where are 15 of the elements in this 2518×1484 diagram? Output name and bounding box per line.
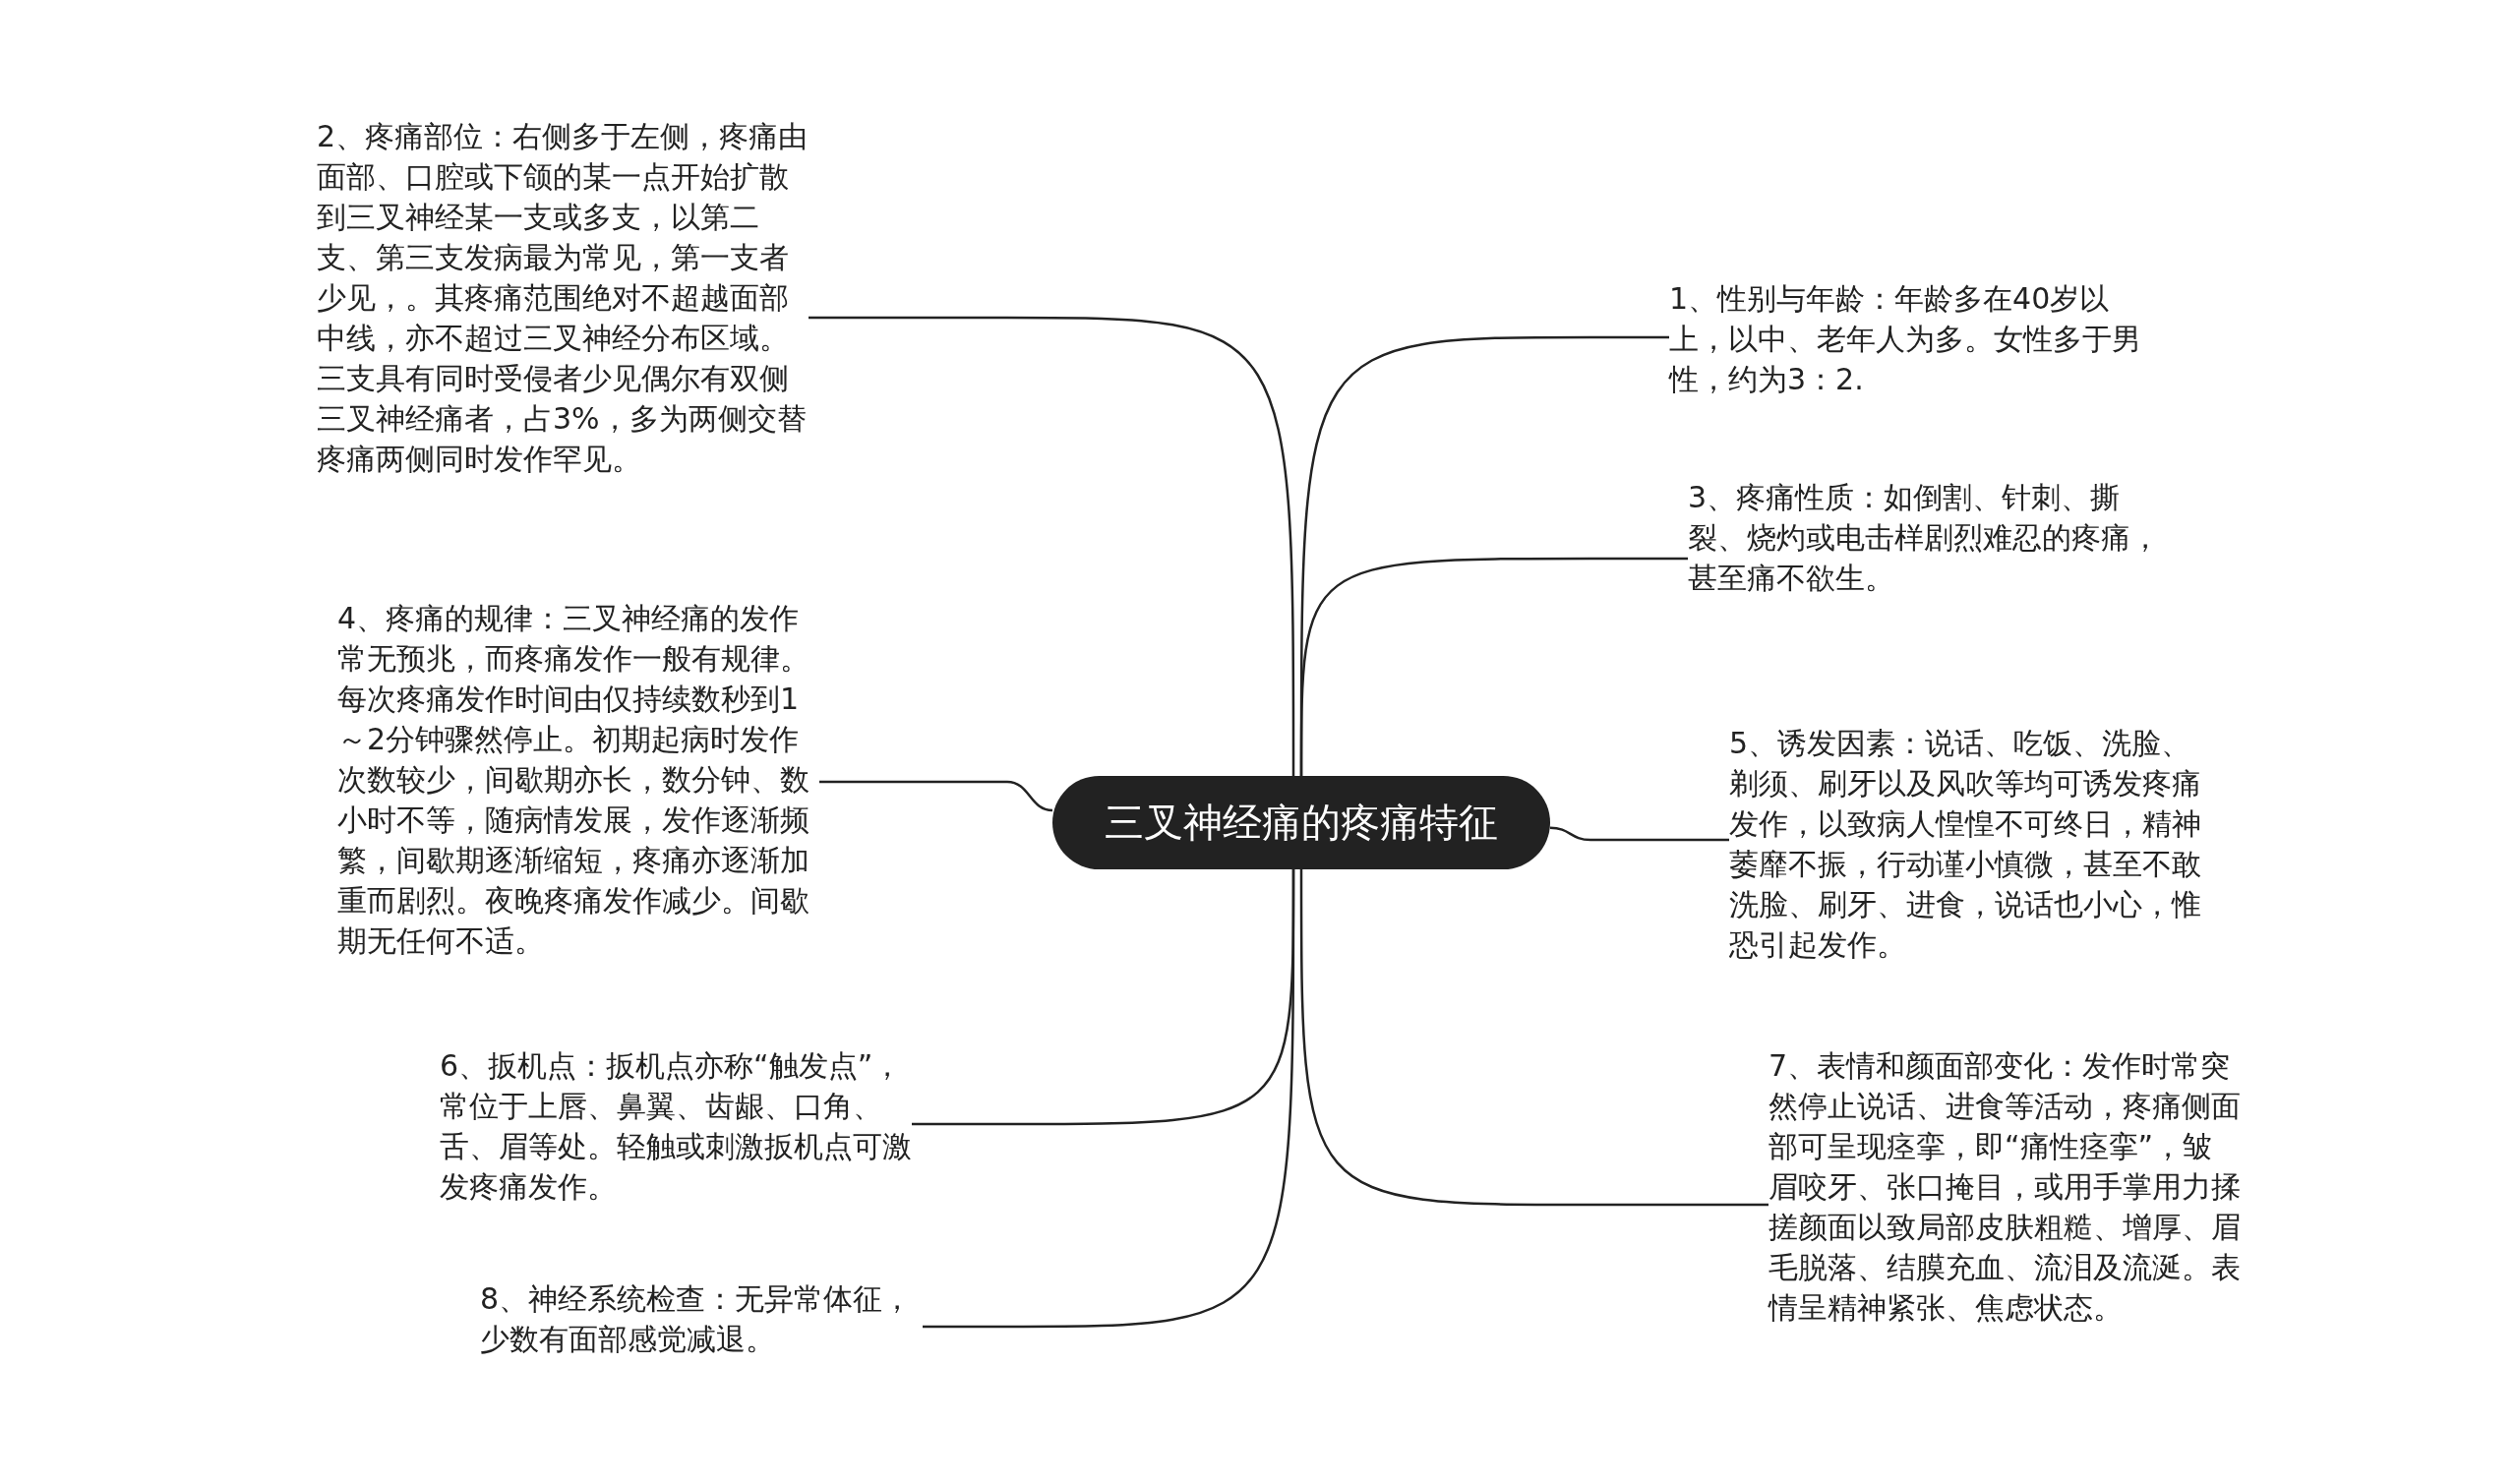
topic-text: 6、扳机点：扳机点亦称“触发点”，常位于上唇、鼻翼、齿龈、口角、舌、眉等处。轻触或刺激扳机点可激发疼痛发作。 bbox=[440, 1045, 912, 1207]
topic-text: 4、疼痛的规律：三叉神经痛的发作常无预兆，而疼痛发作一般有规律。每次疼痛发作时间由仅持续数秒到1～2分钟骤然停止。初期起病时发作次数较少，间歇期亦长，数分钟、数小时不等，随病情发展，发作逐渐频繁，间歇期逐渐缩短，疼痛亦逐渐加重而剧烈。夜晚疼痛发作减少。间歇期无任何不适。 bbox=[337, 598, 819, 961]
topic-text: 1、性别与年龄：年龄多在40岁以上，以中、老年人为多。女性多于男性，约为3：2. bbox=[1669, 278, 2141, 399]
central-topic: 三叉神经痛的疼痛特征 bbox=[1052, 776, 1550, 869]
branch-line bbox=[923, 869, 1295, 1329]
branch-line bbox=[1299, 557, 1688, 776]
branch-line bbox=[1299, 869, 1769, 1207]
topic-text: 8、神经系统检查：无异常体征，少数有面部感觉减退。 bbox=[480, 1278, 923, 1359]
topic-text: 5、诱发因素：说话、吃饭、洗脸、剃须、刷牙以及风吹等均可诱发疼痛发作，以致病人惶惶不可终日，精神萎靡不振，行动谨小慎微，甚至不敢洗脸、刷牙、进食，说话也小心，惟恐引起发作。 bbox=[1729, 723, 2201, 965]
topic-text: 3、疼痛性质：如倒割、针刺、撕裂、烧灼或电击样剧烈难忍的疼痛，甚至痛不欲生。 bbox=[1688, 477, 2170, 598]
branch-line bbox=[819, 780, 1053, 812]
branch-line bbox=[1549, 826, 1729, 842]
topic-text: 7、表情和颜面部变化：发作时常突然停止说话、进食等活动，疼痛侧面部可呈现痉挛，即“痛性痉挛”，皱眉咬牙、张口掩目，或用手掌用力揉搓颜面以致局部皮肤粗糙、增厚、眉毛脱落、结膜充血、流泪及流涎。表情呈精神紧张、焦虑状态。 bbox=[1769, 1045, 2241, 1328]
branch-line bbox=[809, 316, 1295, 776]
topic-text: 2、疼痛部位：右侧多于左侧，疼痛由面部、口腔或下颌的某一点开始扩散到三叉神经某一支或多支，以第二支、第三支发病最为常见，第一支者少见，。其疼痛范围绝对不超越面部中线，亦不超过三叉神经分布区域。三支具有同时受侵者少见偶尔有双侧三叉神经痛者，占3%，多为两侧交替疼痛两侧同时发作罕见。 bbox=[317, 116, 809, 479]
